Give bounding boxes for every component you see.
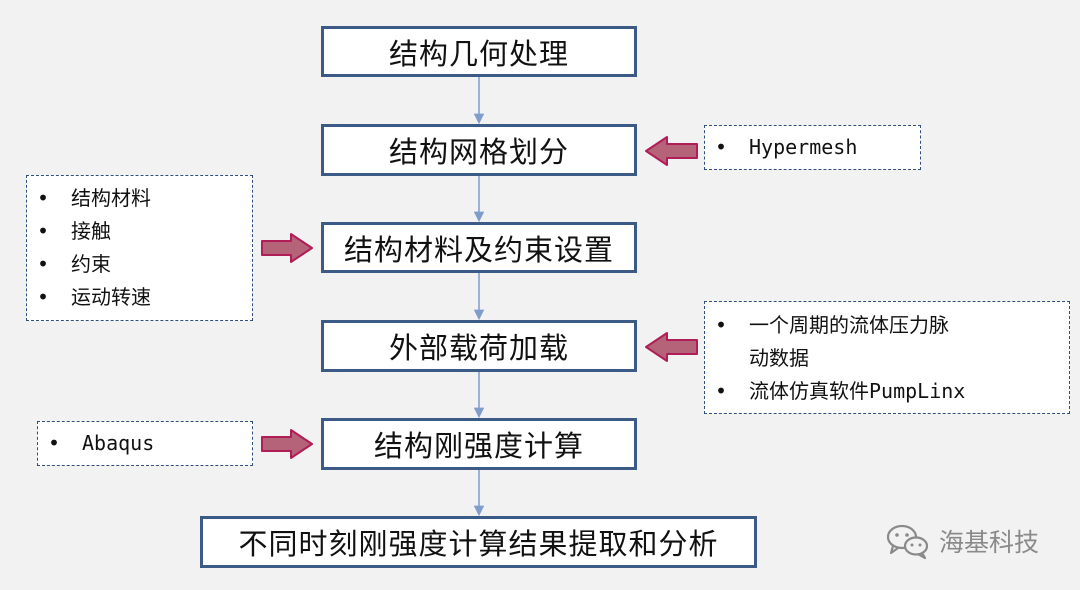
note-item-text: 约束 [71,252,111,276]
note-mesh-tool: • Hypermesh [704,125,921,170]
step-analysis: 不同时刻刚强度计算结果提取和分析 [200,516,757,568]
step-compute: 结构刚强度计算 [321,418,637,470]
note-item: • 运动转速 [27,281,252,314]
note-item-text: 运动转速 [71,285,151,309]
bullet: • [715,135,728,159]
step-mesh: 结构网格划分 [321,124,637,176]
bullet: • [37,219,50,243]
watermark-text: 海基科技 [939,528,1040,557]
note-item-text: 结构材料 [71,186,151,210]
bullet: • [37,186,50,210]
bullet: • [715,313,728,337]
bullet: • [37,252,50,276]
note-item-text-line1: 一个周期的流体压力脉 [749,313,949,337]
step-load: 外部载荷加载 [321,320,637,372]
note-solver: • Abaqus [37,421,253,466]
bullet: • [48,431,61,455]
note-item: • 约束 [27,248,252,281]
step-material: 结构材料及约束设置 [321,222,637,273]
side-arrow-material-inputs [261,233,313,263]
note-item-text: 接触 [71,219,111,243]
note-item-text: Hypermesh [749,135,858,159]
note-item: • Hypermesh [705,131,920,164]
note-item: • Abaqus [38,427,252,460]
bullet: • [715,379,728,403]
note-item: • 结构材料 [27,182,252,215]
note-item-text-line2: 动数据 [749,346,809,370]
side-arrow-mesh-tool [645,136,698,166]
note-load-inputs: • 一个周期的流体压力脉 动数据 • 流体仿真软件PumpLinx [704,301,1070,414]
note-material-inputs: • 结构材料 • 接触 • 约束 • 运动转速 [26,175,253,321]
side-arrow-solver [261,429,313,459]
wechat-icon [886,524,929,560]
watermark: 海基科技 [885,522,1039,560]
note-item: • 一个周期的流体压力脉 动数据 [705,309,1069,375]
bullet: • [37,285,50,309]
note-item: • 流体仿真软件PumpLinx [705,375,1069,408]
note-item-text: Abaqus [82,431,155,455]
note-item-text: 流体仿真软件PumpLinx [749,379,966,403]
note-item: • 接触 [27,215,252,248]
step-geometry: 结构几何处理 [321,26,637,77]
side-arrow-load-inputs [645,332,698,362]
